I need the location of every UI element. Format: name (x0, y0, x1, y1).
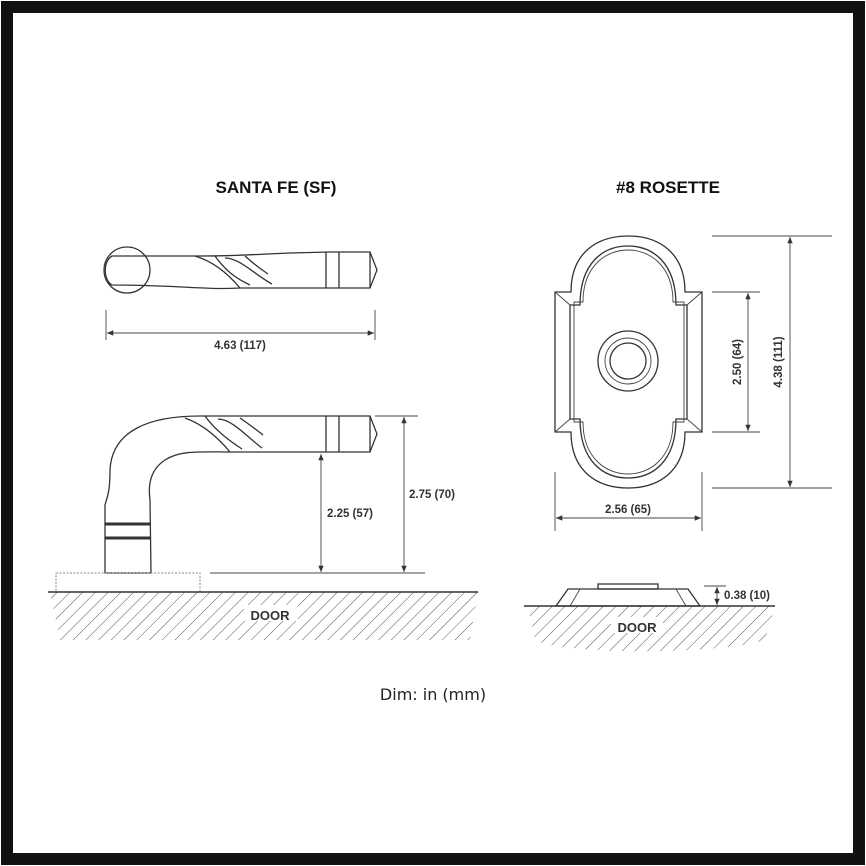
rosette-inner-height-label: 2.50 (64) (732, 339, 744, 385)
lever-title: SANTA FE (SF) (216, 178, 337, 197)
rosette-title: #8 ROSETTE (616, 178, 720, 197)
length-label: 4.63 (117) (214, 340, 266, 352)
rosette-height-label: 4.38 (111) (773, 336, 785, 387)
rosette-width-label: 2.56 (65) (605, 504, 651, 516)
rosette-projection-label: 0.38 (10) (724, 590, 770, 602)
lever-top-view (103, 246, 378, 294)
rosette-dimensions: 2.56 (65) 2.50 (64) 4.38 (111) (554, 235, 832, 531)
lever-height-dimensions: 2.25 (57) 2.75 (70) (210, 415, 455, 574)
rosette-profile-view: 0.38 (10) DOOR (524, 583, 775, 652)
lever-door-section: DOOR (48, 591, 478, 640)
lever-door-label: DOOR (251, 608, 291, 623)
height-low-label: 2.25 (57) (327, 508, 373, 520)
rosette-front-view (554, 235, 703, 489)
units-note: Dim: in (mm) (380, 685, 486, 704)
length-dimension: 4.63 (117) (105, 310, 376, 352)
lever-side-view (55, 415, 378, 593)
height-high-label: 2.75 (70) (409, 489, 455, 501)
rosette-door-label: DOOR (618, 620, 658, 635)
